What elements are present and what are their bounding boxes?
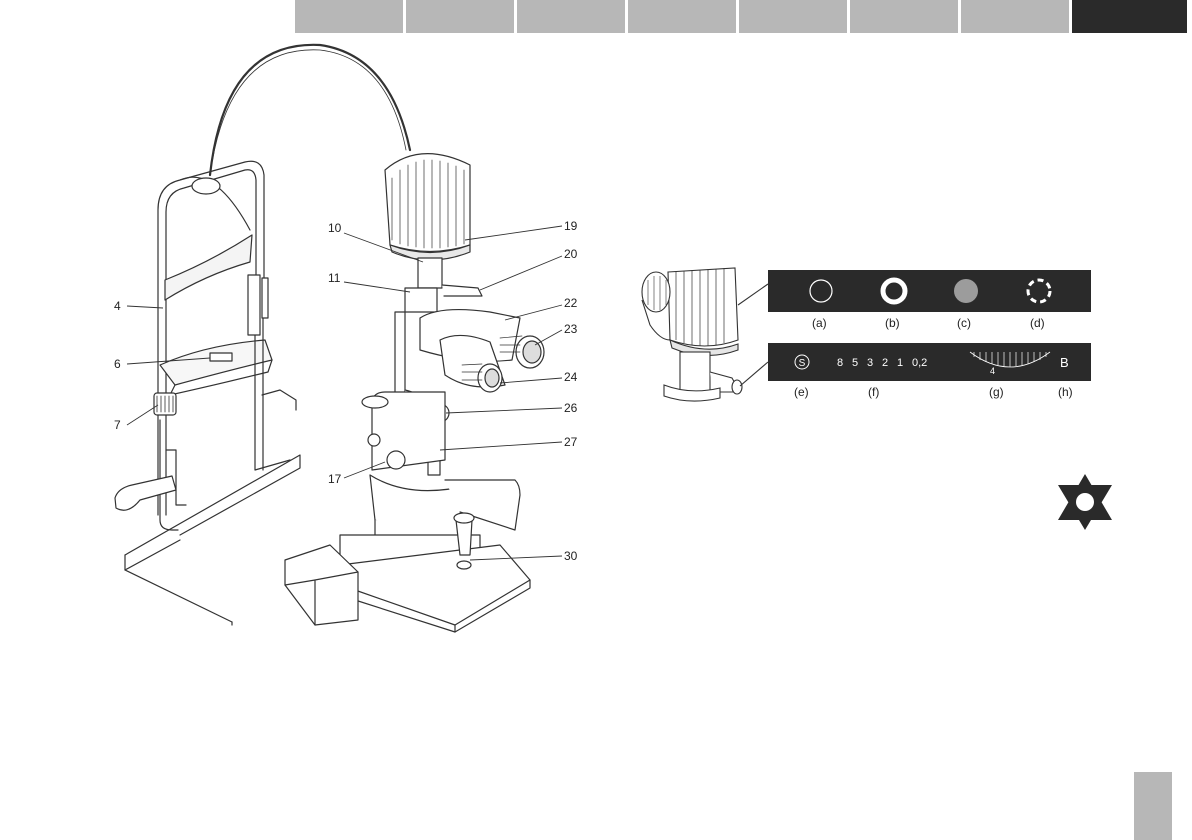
- label-e: (e): [794, 385, 809, 399]
- fiber-cable: [210, 45, 410, 175]
- label-g: (g): [989, 385, 1004, 399]
- callout-30: 30: [564, 549, 578, 563]
- lamp-detail: [642, 268, 768, 401]
- filter-grey-disc-icon: [954, 279, 978, 303]
- callout-24: 24: [564, 370, 578, 384]
- label-c: (c): [957, 316, 971, 330]
- slit-value-2: 2: [882, 357, 888, 369]
- slit-value-8: 8: [837, 357, 843, 369]
- slit-strip-background: [768, 343, 1091, 381]
- slit-value-1: 1: [897, 357, 903, 369]
- callout-26: 26: [564, 401, 578, 415]
- filter-strip-background: [768, 270, 1091, 312]
- callout-20: 20: [564, 247, 578, 261]
- callout-22: 22: [564, 296, 578, 310]
- label-h: (h): [1058, 385, 1073, 399]
- slit-value-3: 3: [867, 357, 873, 369]
- slit-value-5: 5: [852, 357, 858, 369]
- slit-value-0-2: 0,2: [912, 357, 927, 369]
- filter-strip: (a) (b) (c) (d): [768, 270, 1091, 330]
- callout-7: 7: [114, 418, 121, 432]
- label-a: (a): [812, 316, 827, 330]
- callout-11: 11: [328, 271, 341, 285]
- label-d: (d): [1030, 316, 1045, 330]
- callout-17: 17: [328, 472, 342, 486]
- label-b: (b): [885, 316, 900, 330]
- callout-6: 6: [114, 357, 121, 371]
- callout-27: 27: [564, 435, 578, 449]
- callout-19: 19: [564, 219, 578, 233]
- callout-4: 4: [114, 299, 121, 313]
- s-symbol: S: [799, 358, 806, 369]
- angle-scale-mark: 4: [990, 366, 995, 376]
- callout-23: 23: [564, 322, 578, 336]
- slit-lamp: [285, 154, 544, 632]
- label-f: (f): [868, 385, 879, 399]
- b-label: B: [1060, 355, 1069, 370]
- slit-strip: S 8 5 3 2 1 0,2 4 B (e) (f) (g) (h): [768, 343, 1091, 399]
- callout-10: 10: [328, 221, 342, 235]
- star-symbol-icon: [1058, 474, 1112, 530]
- headrest-frame: [115, 161, 300, 625]
